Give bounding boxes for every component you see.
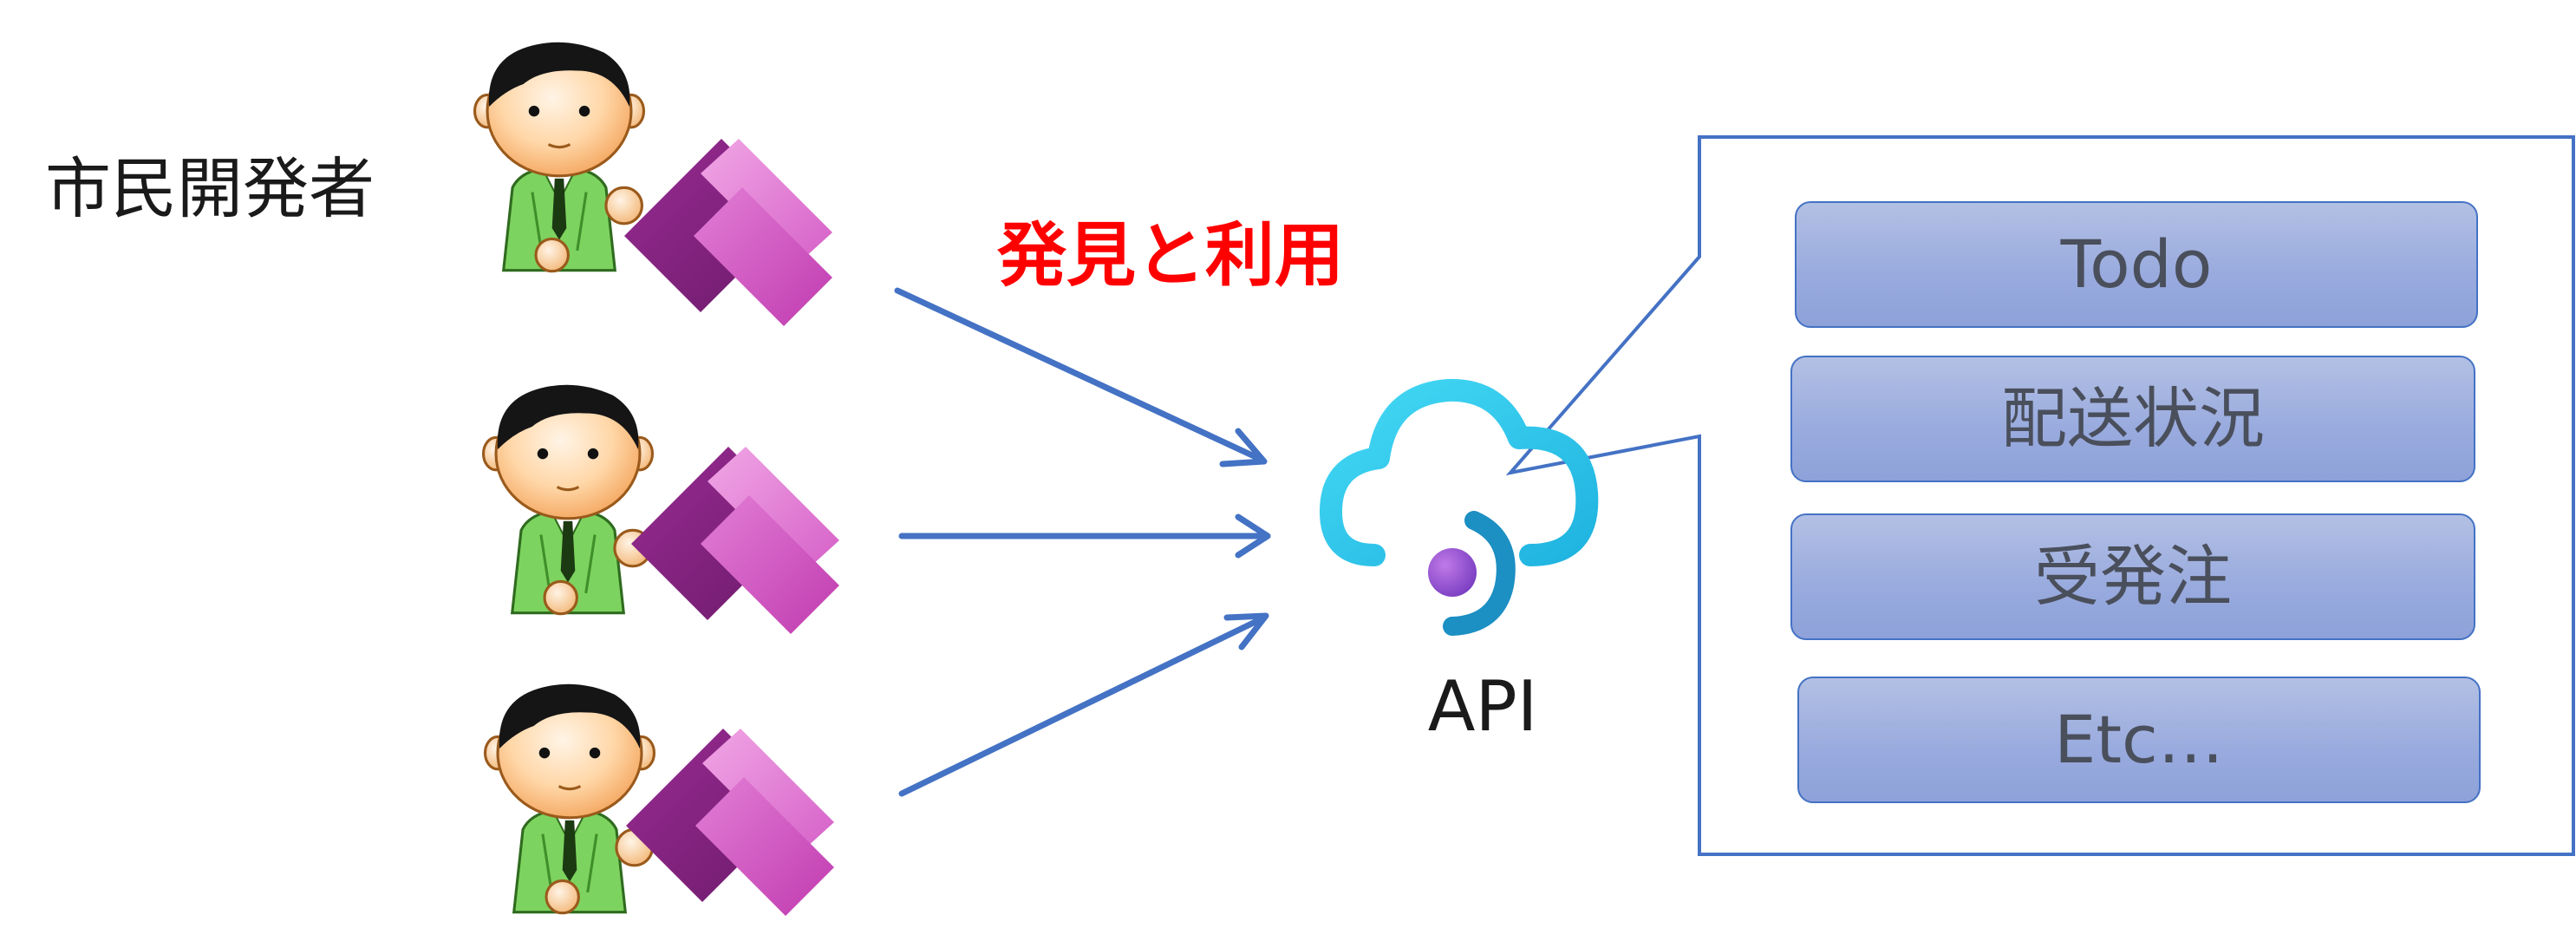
api-item-etc: Etc… bbox=[1797, 677, 2481, 803]
power-apps-icon bbox=[624, 139, 832, 326]
developer-group-2 bbox=[481, 383, 839, 634]
citizen-developer-label: 市民開発者 bbox=[45, 150, 375, 227]
arrow-to-api-2 bbox=[898, 513, 1271, 559]
api-label: API bbox=[1427, 666, 1538, 747]
arrow-to-api-3 bbox=[898, 612, 1269, 797]
developer-group-3 bbox=[483, 683, 834, 916]
person-icon bbox=[473, 41, 646, 273]
developer-group-1 bbox=[473, 41, 832, 326]
api-item-delivery-status: 配送状況 bbox=[1790, 356, 2475, 482]
api-item-orders: 受発注 bbox=[1790, 513, 2475, 640]
person-icon bbox=[483, 683, 656, 915]
arrow-to-api-1 bbox=[894, 287, 1268, 467]
discover-and-use-label: 発見と利用 bbox=[997, 215, 1344, 296]
api-item-todo: Todo bbox=[1795, 201, 2478, 328]
power-apps-icon bbox=[626, 729, 834, 916]
power-apps-icon bbox=[631, 447, 839, 634]
person-icon bbox=[481, 383, 655, 616]
api-cloud-icon bbox=[1320, 378, 1599, 636]
